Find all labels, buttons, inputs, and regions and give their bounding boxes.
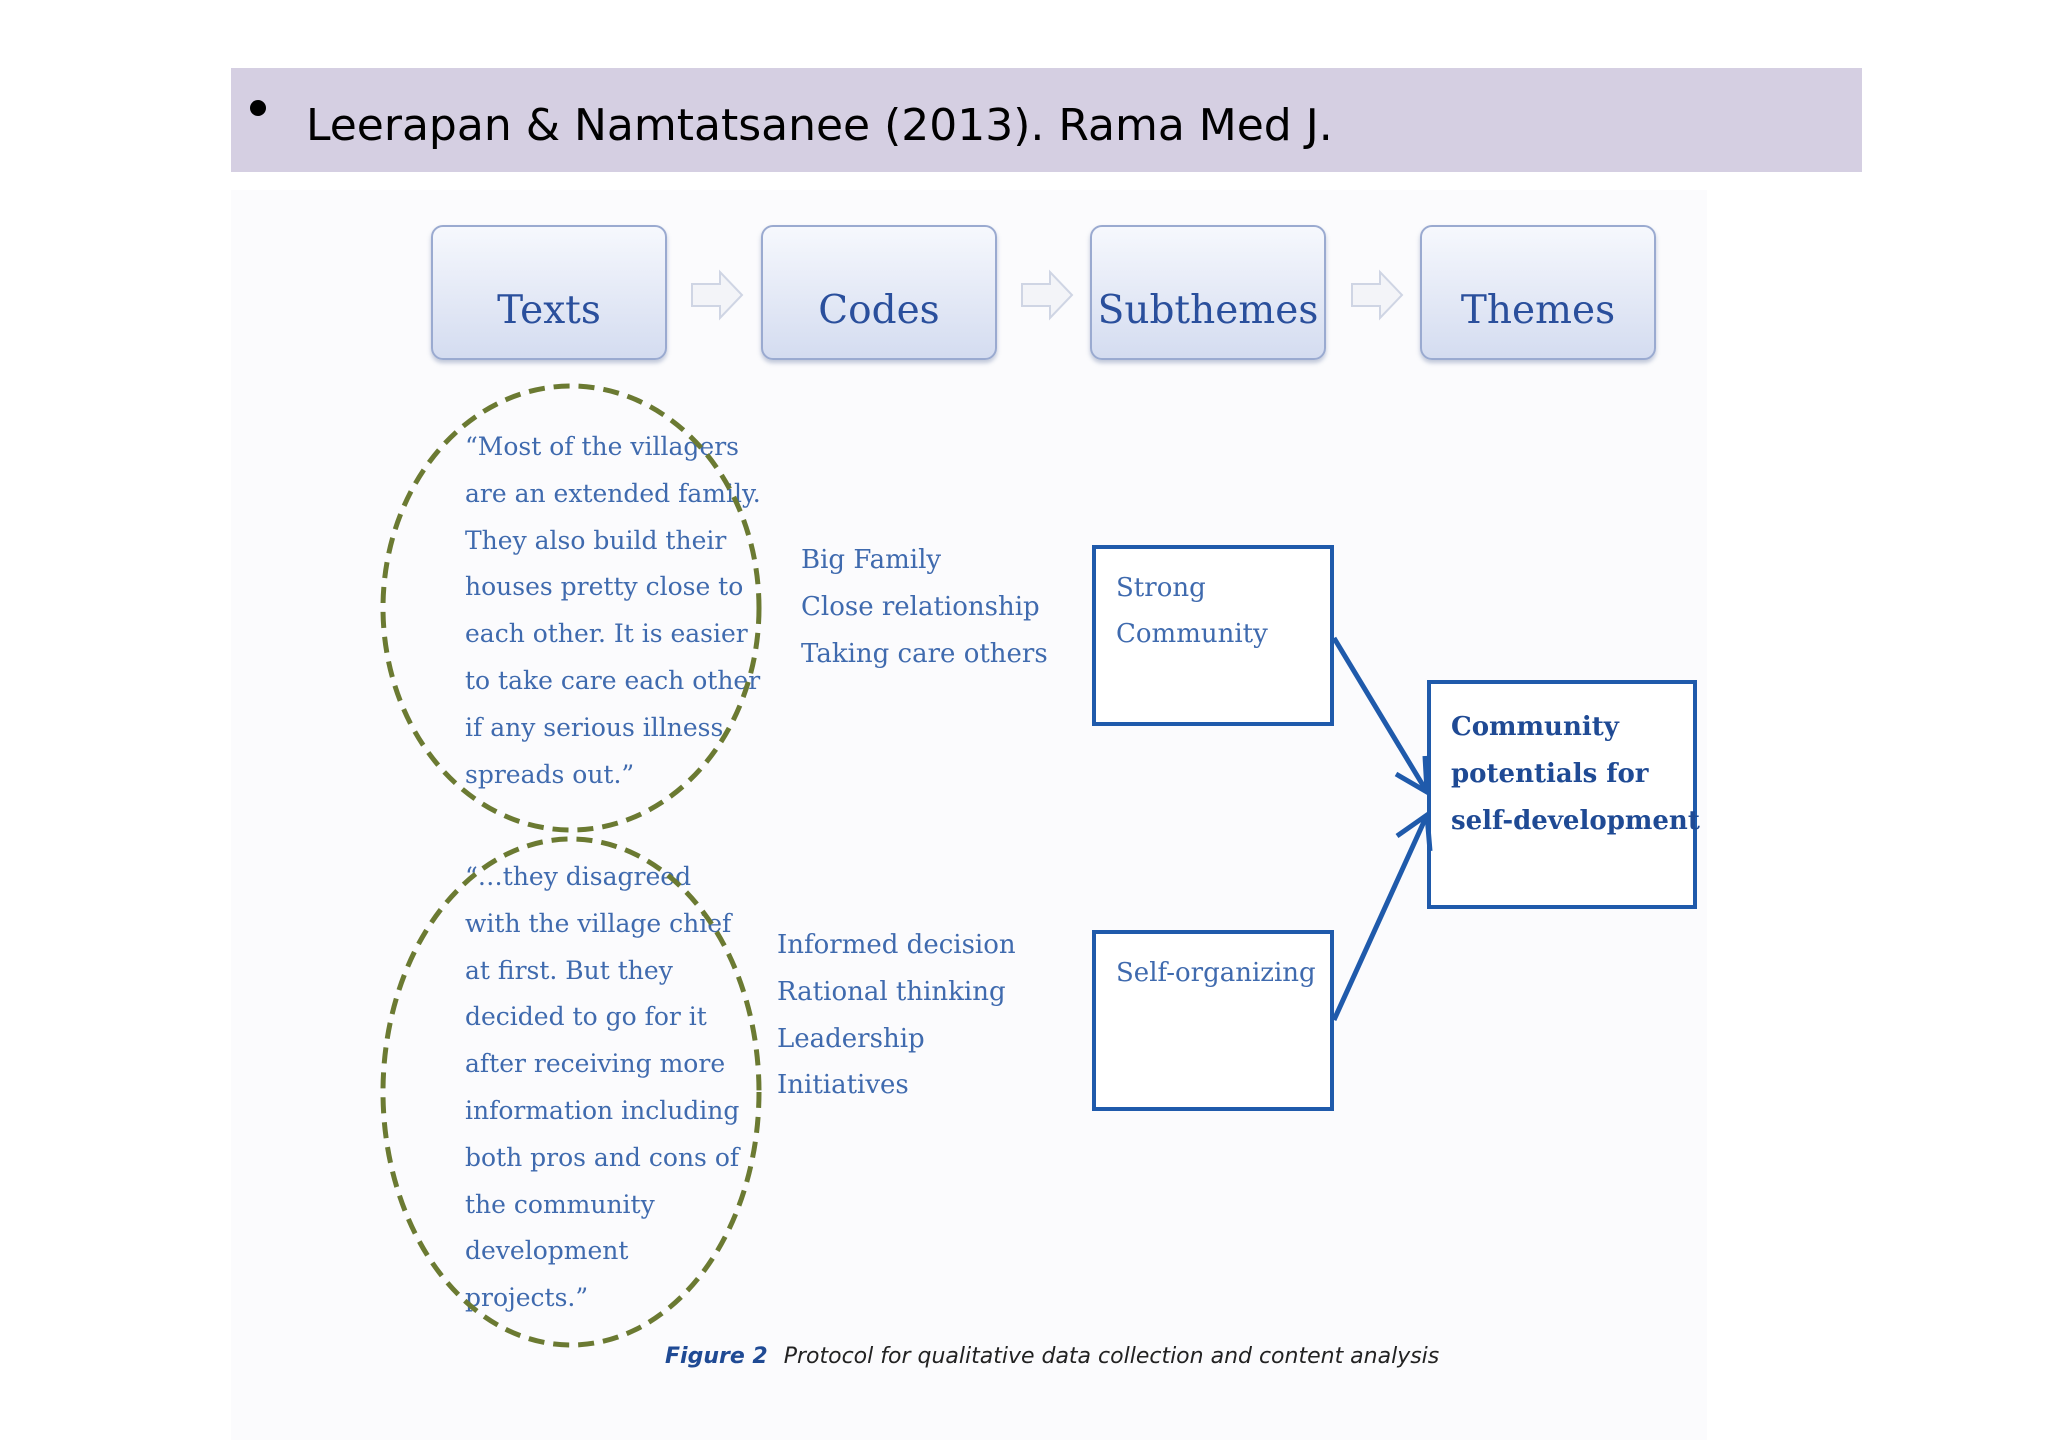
caption-label: Figure 2 [665, 1344, 768, 1369]
theme-box: Community potentials for self-developmen… [1427, 680, 1700, 909]
right-arrow-icon [1351, 269, 1404, 321]
dashed-ellipse-2 [380, 836, 762, 1348]
quote-line: after receiving more [465, 1049, 726, 1079]
citation-text: Leerapan & Namtatsanee (2013). Rama Med … [306, 100, 1333, 151]
quote-text-2: “…they disagreed with the village chief … [465, 854, 765, 1322]
quote-line: with the village chief [465, 908, 732, 938]
caption-text: Protocol for qualitative data collection… [783, 1344, 1440, 1369]
bullet-point [250, 100, 266, 116]
quote-line: each other. It is easier [465, 619, 748, 649]
stage-label-codes: Codes [818, 288, 940, 333]
theme-line: Community [1451, 712, 1619, 742]
codes-group-1: Big Family Close relationship Taking car… [801, 537, 1048, 677]
header-band [231, 68, 1862, 172]
right-arrow-icon [1021, 269, 1074, 321]
quote-line: if any serious illness [465, 712, 724, 742]
quote-text-1: “Most of the villagers are an extended f… [465, 424, 765, 798]
quote-line: the community [465, 1189, 655, 1219]
theme-line: self-development [1451, 806, 1700, 836]
quote-line: They also build their [465, 525, 727, 555]
code-item: Taking care others [801, 638, 1048, 669]
quote-line: development [465, 1236, 629, 1266]
quote-line: information including [465, 1095, 740, 1125]
subtheme-line: Strong [1116, 573, 1206, 603]
subtheme-box-self-organizing: Self-organizing [1092, 930, 1334, 1111]
quote-line: spreads out.” [465, 759, 635, 789]
stage-box-subthemes: Subthemes [1090, 225, 1326, 360]
stage-box-texts: Texts [431, 225, 667, 360]
right-arrow-icon [691, 269, 744, 321]
code-item: Leadership [777, 1023, 925, 1054]
quote-line: houses pretty close to [465, 572, 744, 602]
subtheme-line: Self-organizing [1116, 958, 1316, 988]
quote-line: at first. But they [465, 955, 673, 985]
quote-line: projects.” [465, 1283, 589, 1313]
stage-box-codes: Codes [761, 225, 997, 360]
figure-caption: Figure 2 Protocol for qualitative data co… [665, 1344, 1439, 1369]
quote-line: are an extended family. [465, 478, 761, 508]
quote-line: to take care each other [465, 665, 761, 695]
stage-label-subthemes: Subthemes [1097, 288, 1319, 333]
subtheme-box-strong-community: Strong Community [1092, 545, 1334, 726]
code-item: Rational thinking [777, 976, 1006, 1007]
code-item: Close relationship [801, 591, 1040, 622]
stage-label-texts: Texts [497, 288, 601, 333]
codes-group-2: Informed decision Rational thinking Lead… [777, 922, 1016, 1109]
dashed-ellipse-1 [380, 383, 762, 833]
subtheme-line: Community [1116, 619, 1268, 649]
code-item: Initiatives [777, 1070, 909, 1101]
arrow-to-theme-top [1331, 636, 1430, 797]
code-item: Big Family [801, 545, 942, 575]
stage-box-themes: Themes [1420, 225, 1656, 360]
code-item: Informed decision [777, 930, 1016, 960]
quote-line: decided to go for it [465, 1002, 707, 1032]
quote-line: both pros and cons of [465, 1142, 740, 1172]
stage-label-themes: Themes [1460, 288, 1616, 333]
theme-line: potentials for [1451, 759, 1649, 789]
arrow-to-theme-bottom [1331, 810, 1433, 1022]
